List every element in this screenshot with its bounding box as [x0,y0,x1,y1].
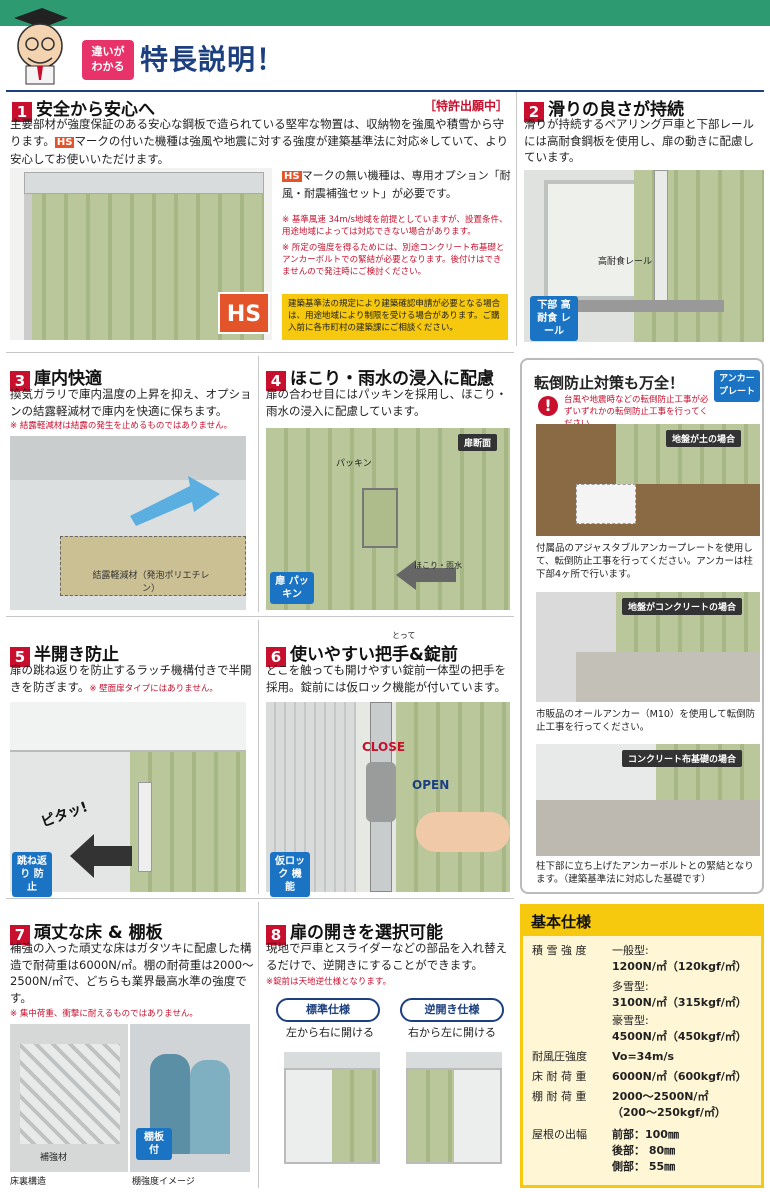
spec-snow1-val: 1200N/㎡（120kgf/㎡） [612,960,747,973]
s3-vent-image [10,436,246,610]
s1-note1: ※ 基準風速 34m/s地域を前提としていますが、設置条件、用途地域によっては対… [282,215,508,237]
s2-badge: 下部 高耐食 レール [530,296,578,341]
anchor-soil-image [536,424,760,536]
page-title: 特長説明！ [140,43,286,76]
spec-roof2: 後部： 80㎜ [612,1144,676,1157]
s5-badge: 跳ね返り 防止 [12,852,52,897]
spec-wind-label: 耐風圧強度 [532,1050,587,1063]
spec-snow3-val: 4500N/㎡（450kgf/㎡） [612,1030,747,1043]
anchor-case2: 地盤がコンクリートの場合 [622,598,743,615]
s8-note: ※錠前は天地逆仕様となります。 [266,977,392,987]
tag-badge: 違いが わかる [82,40,134,80]
top-color-bar [0,0,770,26]
s1-patent: ［特許出願中］ [424,99,509,113]
s4-dust-label: ほこり・雨水 [414,561,462,570]
s6-body: どこを触っても開けやすい錠前一体型の把手を採用。錠前には仮ロック機能が付いていま… [266,663,507,694]
s3-note: ※ 結露軽減材は結露の発生を止めるものではありません。 [10,421,233,431]
s3-body: 換気ガラリで庫内温度の上昇を抑え、オプションの結露軽減材で庫内を快適に保ちます。 [10,387,252,418]
spec-floor-val: 6000N/㎡（600kgf/㎡） [612,1070,747,1083]
spec-box [520,904,764,1188]
s6-ruby: とって [392,631,416,640]
divider [516,92,517,346]
s8-reverse-image [400,1046,506,1170]
s2-rail-label: 高耐食レール [598,257,653,267]
spec-snow1-type: 一般型: [612,944,649,957]
s4-badge: 扉 パッキン [270,572,314,604]
spec-floor-label: 床 耐 荷 重 [532,1070,587,1083]
spec-snow3-type: 豪雪型: [612,1014,649,1027]
warning-icon: ! [538,396,558,416]
anchor-title: 転倒防止対策も万全！ [534,374,685,392]
s8-standard-pill: 標準仕様 [276,998,380,1022]
anchor-text1: 付属品のアジャスタブルアンカープレートを使用して、転倒防止工事を行ってください。… [536,543,753,580]
s1-body: 主要部材が強度保証のある安心な鋼板で造られている堅牢な物置は、収納物を強風や積雪… [10,117,509,166]
spec-roof3: 側部： 55㎜ [612,1160,676,1173]
s7-floor-image [10,1024,128,1172]
spec-roof-label: 屋根の出幅 [532,1128,587,1141]
s4-body: 扉の合わせ目にはパッキンを採用し、ほこり・雨水の浸入に配慮しています。 [266,387,508,418]
s8-standard-sub: 左から右に開ける [286,1026,374,1039]
spec-roof1: 前部：100㎜ [612,1128,679,1141]
s6-handle-image [266,702,510,892]
s6-open-label: OPEN [412,778,450,792]
s7-note: ※ 集中荷重、衝撃に耐えるものではありません。 [10,1009,198,1019]
spec-shelf-label: 棚 耐 荷 重 [532,1090,587,1103]
spec-wind-val: Vo=34m/s [612,1050,675,1063]
anchor-case3: コンクリート布基礎の場合 [622,750,743,767]
s8-body: 現地で戸車とスライダーなどの部品を入れ替えるだけで、逆開きにすることができます。 [266,941,508,972]
s3-label: 結露軽減材（発泡ポリエチレン） [92,571,210,594]
s7-caption2: 棚強度イメージ [132,1177,195,1187]
s8-reverse-pill: 逆開き仕様 [400,998,504,1022]
s7-reinforce-label: 補強材 [40,1153,68,1163]
spec-title: 基本仕様 [523,907,761,936]
s8-reverse-sub: 右から左に開ける [408,1026,496,1039]
divider [258,356,259,612]
spec-snow-label: 積 雪 強 度 [532,944,587,957]
header-divider [6,90,764,92]
s8-standard-image [278,1046,384,1170]
s1-hs-badge: HS [218,292,270,334]
s6-close-label: CLOSE [362,740,406,754]
s2-body: 滑りが持続するベアリング戸車と下部レールには高耐食鋼板を使用し、扉の動きに配慮し… [524,117,754,164]
professor-mascot-illustration [4,6,74,86]
anchor-text2: 市販品のオールアンカー（M10）を使用して転倒防止工事を行ってください。 [536,709,756,733]
divider [258,620,259,894]
s1-note2: ※ 所定の強度を得るためには、別途コンクリート布基礎とアンカーボルトでの緊結が必… [282,243,505,277]
s1-yellow-note: 建築基準法の規定により建築確認申請が必要となる場合は、用途地域により制限を受ける… [282,294,508,340]
s5-body: 扉の跳ね返りを防止するラッチ機構付きで半開きを防ぎます。※ 壁面扉タイプにはあり… [10,663,252,694]
spec-shelf-val1: 2000〜2500N/㎡ [612,1090,709,1103]
s6-badge: 仮ロック 機能 [270,852,310,897]
s4-packing-label: パッキン [336,459,372,469]
spec-snow2-val: 3100N/㎡（315kgf/㎡） [612,996,747,1009]
s7-caption1: 床裏構造 [10,1177,47,1187]
anchor-text3: 柱下部に立ち上げたアンカーボルトとの緊結となります。（建築基準法に対応した基礎で… [536,861,754,885]
s4-section-tag: 扉断面 [458,434,498,451]
spec-snow2-type: 多雪型: [612,980,649,993]
s7-badge: 棚板付 [136,1128,172,1160]
divider [6,898,514,899]
s5-arrow-icon [70,834,132,878]
divider [258,902,259,1188]
anchor-badge: アンカー プレート [714,370,760,402]
divider [6,616,514,617]
spec-shelf-val2: （200〜250kgf/㎡） [612,1106,726,1119]
divider [6,352,514,353]
anchor-case1: 地盤が土の場合 [666,430,742,447]
s7-body: 補強の入った頑丈な床はガタツキに配慮した構造で耐荷重は6000N/㎡。棚の耐荷重… [10,941,254,1005]
